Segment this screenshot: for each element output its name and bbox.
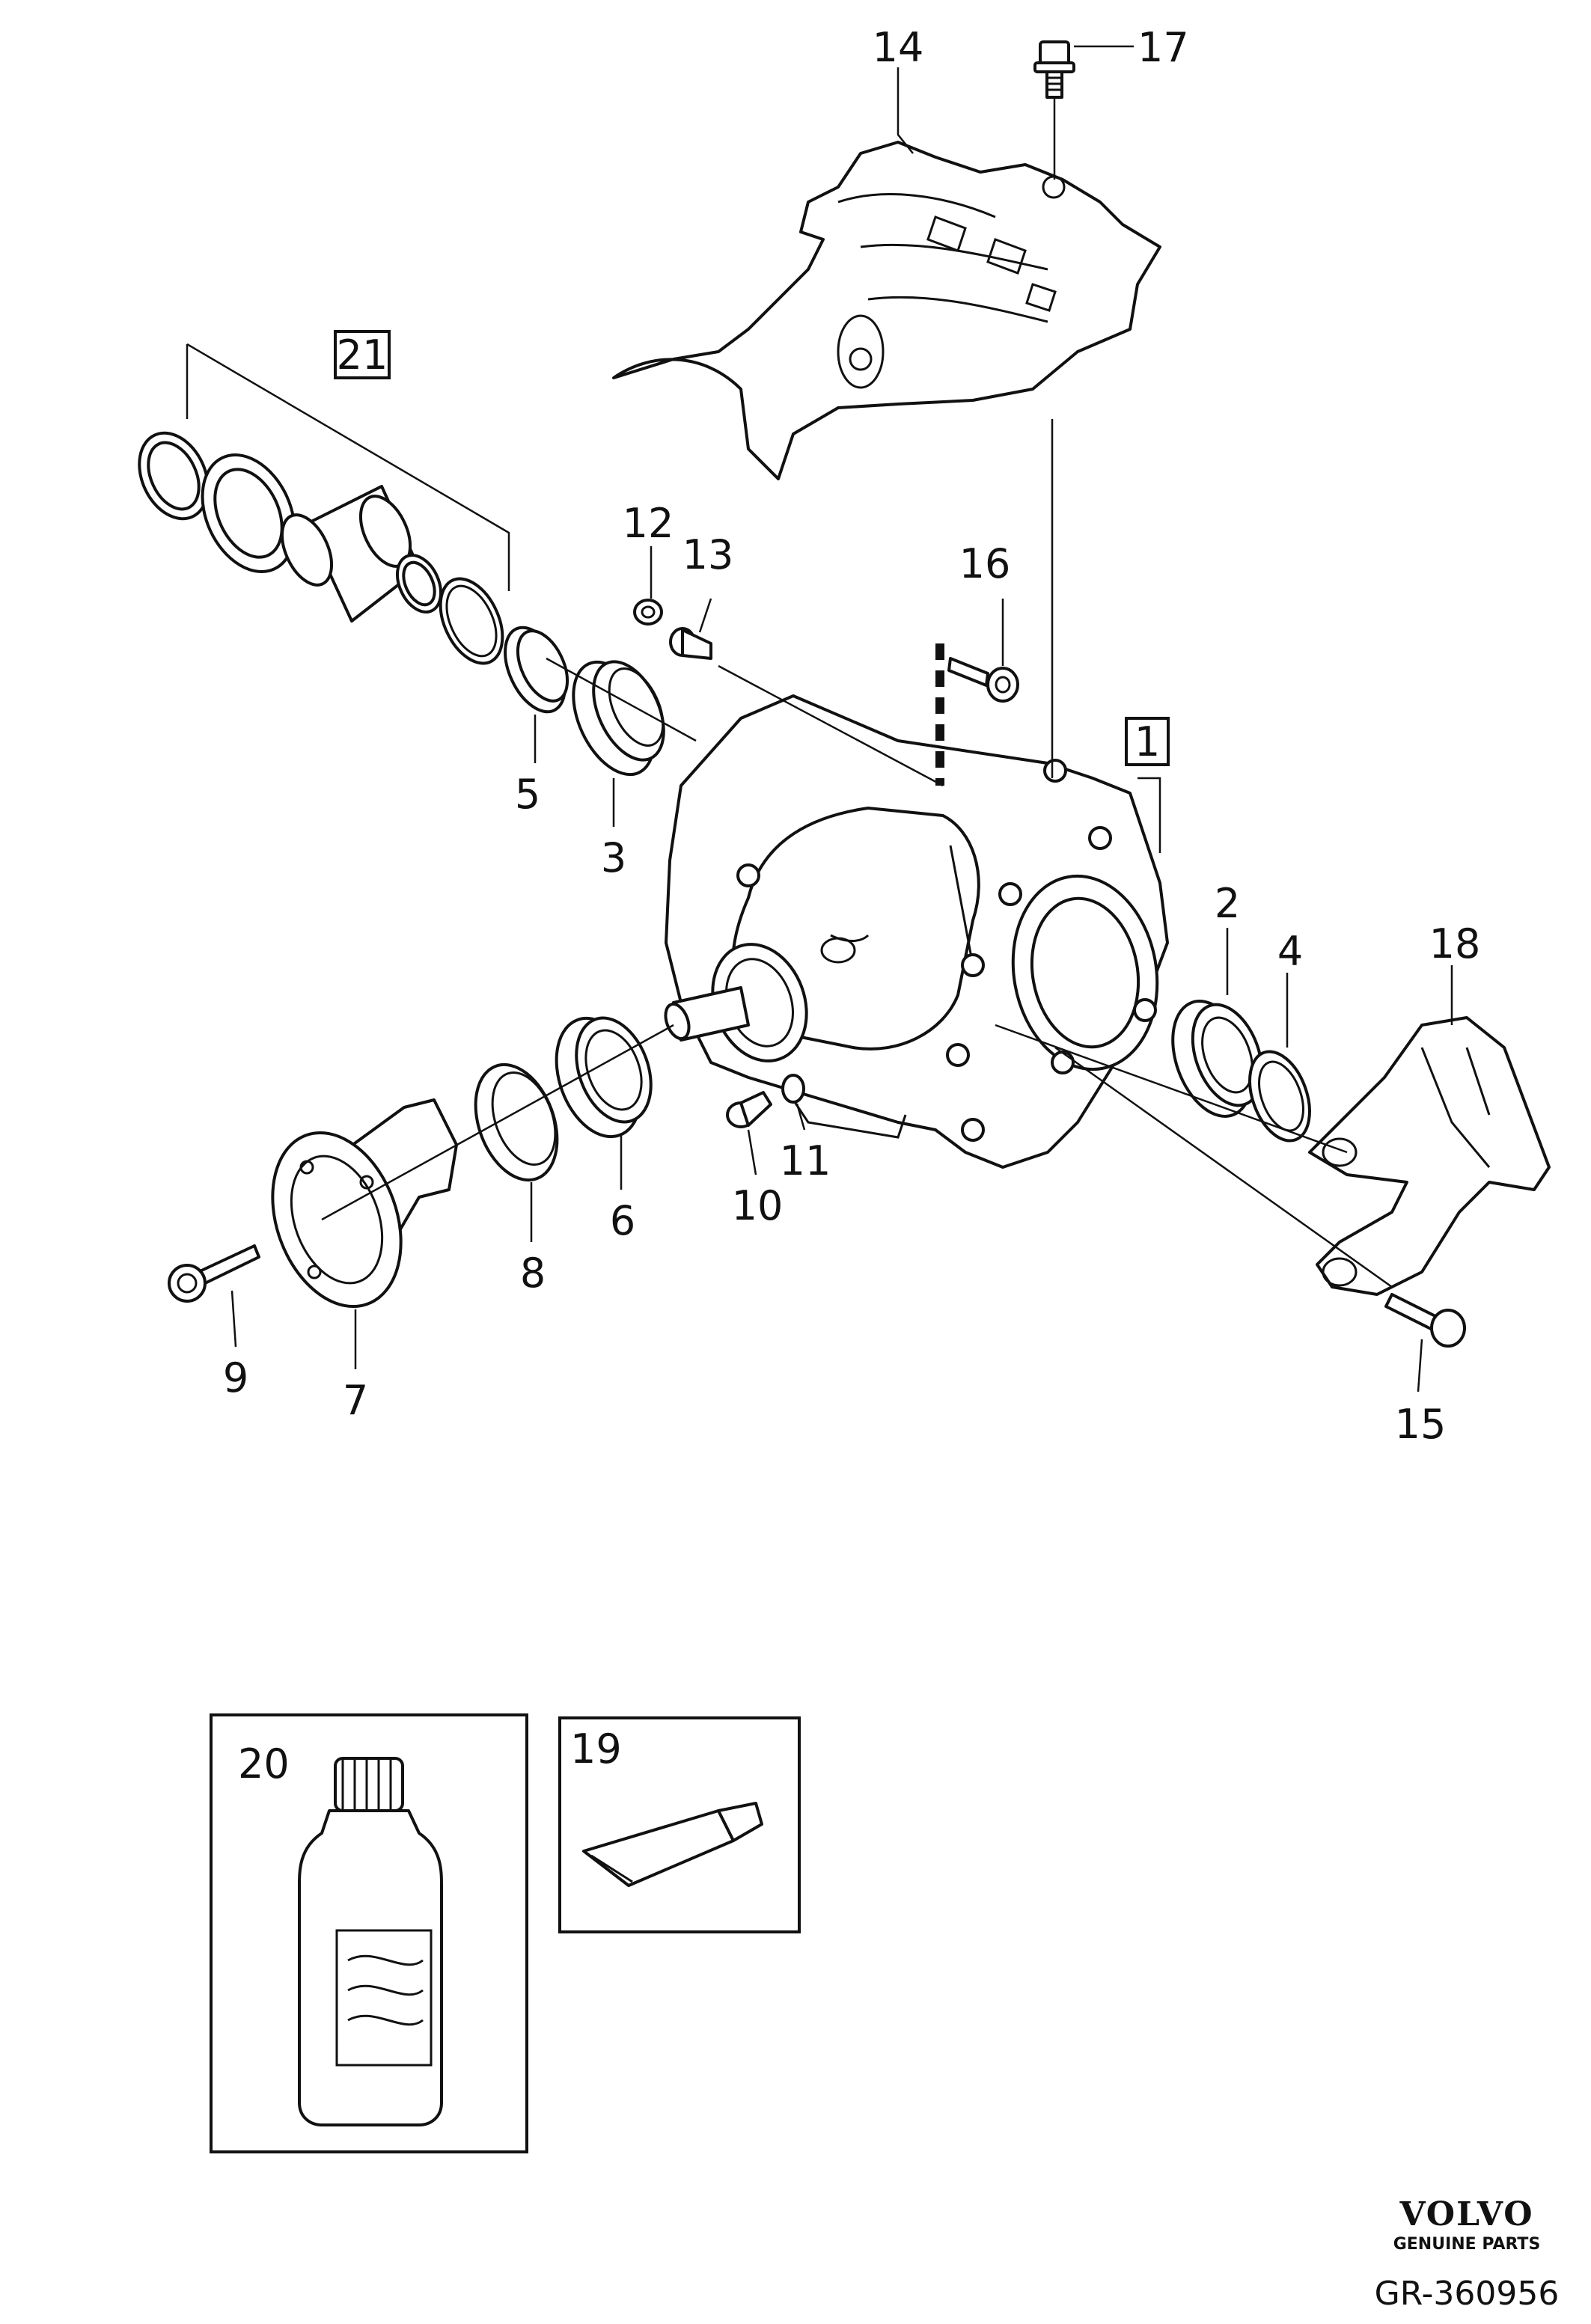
callout-10: 10: [732, 1182, 784, 1229]
bolt-17-part: [1033, 40, 1075, 99]
plug-10-part: [726, 1091, 772, 1128]
bolt-16-part: [947, 657, 1019, 703]
item-20-box: 20: [210, 1713, 528, 2153]
diagram-reference: GR-360956: [1375, 2275, 1560, 2313]
seal-5-part: [504, 626, 569, 714]
callout-9: 9: [223, 1354, 248, 1401]
callout-19: 19: [570, 1725, 622, 1773]
callout-14: 14: [873, 24, 924, 71]
washer-11-part: [781, 1074, 805, 1104]
callout-4: 4: [1277, 928, 1303, 975]
leader-lines: [230, 45, 1453, 1392]
seal-8-part: [474, 1062, 559, 1182]
brand-logo: VOLVO: [1399, 2195, 1533, 2233]
callout-2: 2: [1215, 880, 1240, 927]
bolt-15-part: [1384, 1293, 1466, 1348]
differential-housing-part: [664, 694, 1169, 1169]
seal-4-part: [1248, 1050, 1311, 1143]
callout-16: 16: [959, 540, 1011, 587]
flange-7-part: [271, 1098, 458, 1309]
callout-12: 12: [623, 500, 674, 547]
callout-1-box: [1125, 717, 1170, 766]
housing-bolts: [736, 759, 1157, 1142]
seal-6-part: [555, 1016, 653, 1139]
callout-18: 18: [1429, 920, 1481, 967]
heat-shield-part: [612, 141, 1161, 480]
nut-12-part: [633, 599, 663, 626]
callout-1: 1: [1135, 718, 1160, 765]
kit-21-parts: [138, 343, 510, 665]
callout-15: 15: [1395, 1401, 1447, 1448]
callout-labels: 14 17 12 13 16 5 3 2 4 18 11 10 6 8 9 7 …: [223, 24, 1481, 1448]
bracket-18-part: [1308, 1016, 1551, 1296]
callout-21: 21: [337, 331, 388, 379]
callout-11: 11: [780, 1137, 831, 1184]
seal-3-part: [572, 660, 665, 777]
brand-tagline: GENUINE PARTS: [1393, 2235, 1541, 2254]
callout-3: 3: [601, 834, 626, 881]
callout-13: 13: [682, 531, 734, 578]
sealant-tube-part: [582, 1802, 763, 1887]
callout-6: 6: [610, 1197, 635, 1244]
item-19-box: 19: [558, 1716, 801, 1933]
callout-5: 5: [515, 771, 540, 818]
callout-7: 7: [343, 1377, 368, 1424]
bolt-9-part: [168, 1244, 260, 1303]
oil-bottle-part: [298, 1757, 443, 2126]
seal-2-part: [1171, 1000, 1264, 1118]
callout-17: 17: [1137, 24, 1189, 71]
callout-8: 8: [520, 1250, 546, 1297]
callout-20: 20: [238, 1740, 290, 1788]
callout-21-box: [334, 330, 391, 379]
volvo-logo: VOLVO GENUINE PARTS: [1393, 2195, 1541, 2254]
stud-13-part: [669, 627, 712, 660]
